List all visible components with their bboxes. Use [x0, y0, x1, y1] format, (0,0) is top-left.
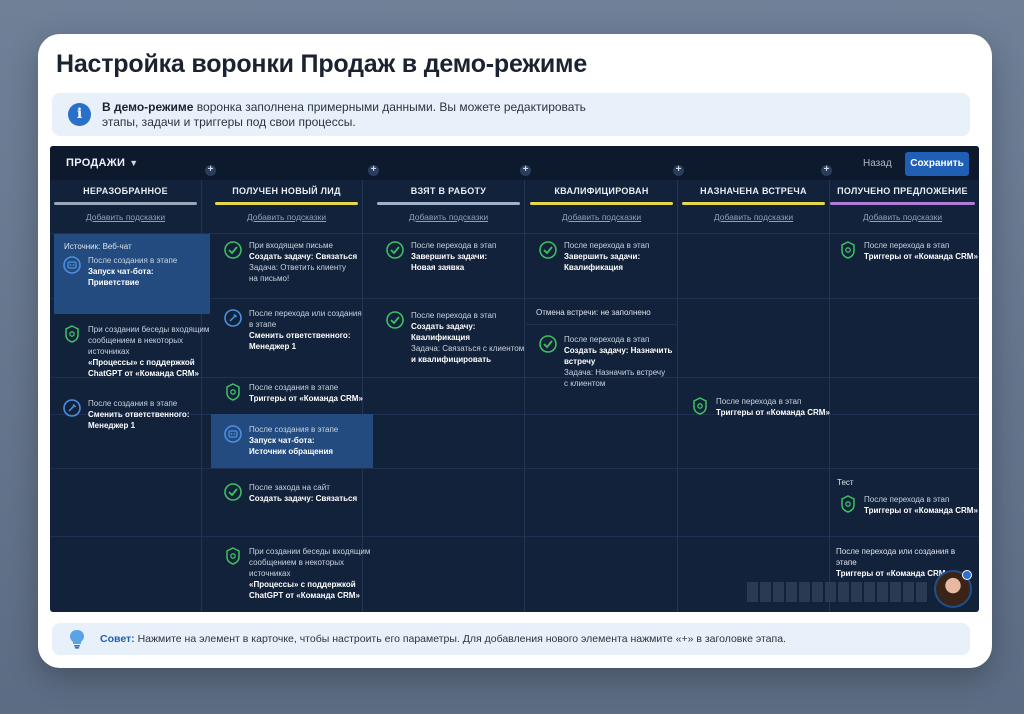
- stage-title: ПОЛУЧЕНО ПРЕДЛОЖЕНИЕ: [837, 186, 968, 196]
- trigger-icon: [841, 495, 855, 513]
- add-stage-plus-icon[interactable]: +: [368, 165, 379, 176]
- tip-banner: Совет: Нажмите на элемент в карточке, чт…: [52, 623, 970, 655]
- stage-color-bar: [377, 202, 520, 205]
- add-stage-plus-icon[interactable]: +: [821, 165, 832, 176]
- info-text: В демо-режиме воронка заполнена примерны…: [102, 100, 586, 129]
- stage-color-bar: [215, 202, 358, 205]
- tip-text: Совет: Нажмите на элемент в карточке, чт…: [100, 633, 786, 645]
- lightbulb-icon: [70, 630, 84, 649]
- stage-title: КВАЛИФИЦИРОВАН: [554, 186, 649, 196]
- check-icon: [539, 241, 557, 259]
- add-stage-plus-icon[interactable]: +: [205, 165, 216, 176]
- check-icon: [386, 311, 404, 329]
- back-button[interactable]: Назад: [863, 158, 892, 169]
- stage-column-qualified: КВАЛИФИЦИРОВАН Добавить подсказки: [526, 180, 678, 612]
- row-divider: [50, 233, 979, 234]
- row-divider: [526, 324, 678, 325]
- stage-column-in-work: ВЗЯТ В РАБОТУ Добавить подсказки: [373, 180, 525, 612]
- row-divider: [50, 298, 979, 299]
- row-divider: [50, 377, 979, 378]
- row-divider: [50, 468, 979, 469]
- save-button[interactable]: Сохранить: [905, 152, 969, 176]
- stage-color-bar: [830, 202, 975, 205]
- trigger-icon: [65, 325, 79, 343]
- add-hints-link[interactable]: Добавить подсказки: [862, 212, 943, 222]
- add-stage-plus-icon[interactable]: +: [520, 165, 531, 176]
- page-title: Настройка воронки Продаж в демо-режиме: [56, 50, 588, 78]
- online-status-icon: [962, 570, 972, 580]
- crm-board: ПРОДАЖИ▼ Назад Сохранить НЕРАЗОБРАННОЕ Д…: [50, 146, 979, 612]
- check-icon: [539, 335, 557, 353]
- source-label: Источник: Веб-чат: [64, 242, 132, 251]
- add-stage-plus-icon[interactable]: +: [673, 165, 684, 176]
- add-hints-link[interactable]: Добавить подсказки: [561, 212, 642, 222]
- stage-column-meeting: НАЗНАЧЕНА ВСТРЕЧА Добавить подсказки: [678, 180, 830, 612]
- stage-column-unsorted: НЕРАЗОБРАННОЕ Добавить подсказки: [50, 180, 202, 612]
- test-label: Тест: [837, 478, 854, 487]
- change-owner-icon: [224, 309, 242, 327]
- info-banner: i В демо-режиме воронка заполнена пример…: [52, 93, 970, 136]
- stage-title: НЕРАЗОБРАННОЕ: [83, 186, 168, 196]
- info-icon: i: [68, 103, 91, 126]
- stage-column-offer: ПОЛУЧЕНО ПРЕДЛОЖЕНИЕ Добавить подсказки: [826, 180, 979, 612]
- stage-color-bar: [54, 202, 197, 205]
- trigger-icon: [226, 383, 240, 401]
- stage-color-bar: [682, 202, 825, 205]
- row-divider: [50, 414, 979, 415]
- chevron-down-icon: ▼: [129, 158, 139, 168]
- add-hints-link[interactable]: Добавить подсказки: [408, 212, 489, 222]
- scroll-strip[interactable]: [747, 582, 931, 604]
- main-card: Настройка воронки Продаж в демо-режиме i…: [38, 34, 992, 668]
- stage-title: ВЗЯТ В РАБОТУ: [410, 186, 487, 196]
- add-hints-link[interactable]: Добавить подсказки: [85, 212, 166, 222]
- chatbot-icon: [224, 425, 242, 443]
- stage-color-bar: [530, 202, 673, 205]
- add-hints-link[interactable]: Добавить подсказки: [246, 212, 327, 222]
- stage-title: НАЗНАЧЕНА ВСТРЕЧА: [700, 186, 807, 196]
- check-icon: [224, 241, 242, 259]
- selected-card[interactable]: [54, 234, 210, 314]
- trigger-icon: [693, 397, 707, 415]
- add-hints-link[interactable]: Добавить подсказки: [713, 212, 794, 222]
- crm-toolbar: ПРОДАЖИ▼ Назад Сохранить: [50, 146, 979, 180]
- pipeline-selector[interactable]: ПРОДАЖИ▼: [66, 157, 139, 169]
- check-icon: [224, 483, 242, 501]
- stage-title: ПОЛУЧЕН НОВЫЙ ЛИД: [232, 186, 341, 196]
- row-divider: [50, 536, 979, 537]
- trigger-icon: [226, 547, 240, 565]
- check-icon: [386, 241, 404, 259]
- change-owner-icon: [63, 399, 81, 417]
- stage-column-new-lead: ПОЛУЧЕН НОВЫЙ ЛИД Добавить подсказки: [211, 180, 363, 612]
- trigger-icon: [841, 241, 855, 259]
- chatbot-icon: [63, 256, 81, 274]
- meeting-cancel-note: Отмена встречи: не заполнено: [536, 308, 651, 317]
